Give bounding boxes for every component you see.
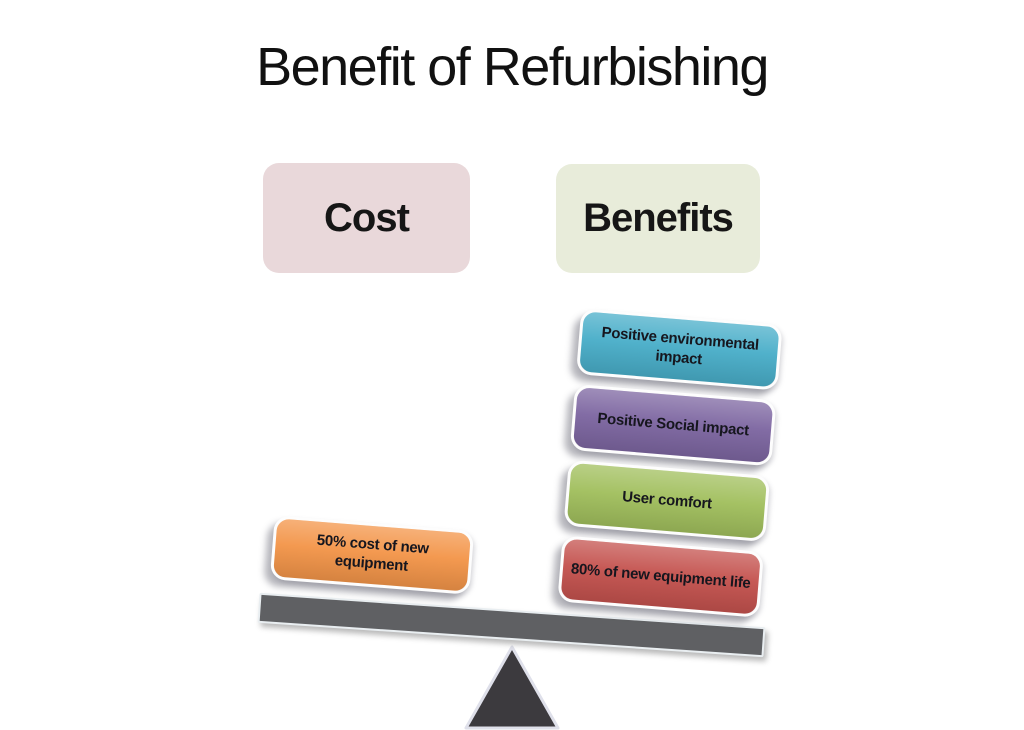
benefit-pill-label: Positive Social impact — [596, 409, 750, 439]
benefit-pill-equipment-life: 80% of new equipment life — [557, 535, 765, 618]
seesaw-fulcrum-triangle — [464, 645, 560, 730]
cost-pill-label: 50% cost of new equipment — [316, 531, 430, 575]
benefit-pill-label: 80% of new equipment life — [570, 559, 752, 592]
benefit-pill-label: Positive environmental impact — [600, 324, 760, 369]
cost-header-label: Cost — [324, 195, 410, 240]
benefit-pill-social-impact: Positive Social impact — [569, 383, 777, 467]
benefit-stack: Positive environmental impact Positive S… — [557, 308, 783, 618]
benefits-header-label: Benefits — [583, 196, 734, 240]
cost-pill-new-equipment: 50% cost of new equipment — [269, 515, 475, 595]
page-title: Benefit of Refurbishing — [256, 37, 769, 97]
benefits-header-box: Benefits — [556, 164, 760, 273]
cost-header-box: Cost — [263, 163, 470, 273]
fulcrum-triangle-shape — [464, 645, 560, 730]
benefit-pill-label: User comfort — [621, 487, 713, 513]
benefit-pill-environmental-impact: Positive environmental impact — [575, 308, 783, 391]
benefit-pill-user-comfort: User comfort — [563, 459, 771, 543]
